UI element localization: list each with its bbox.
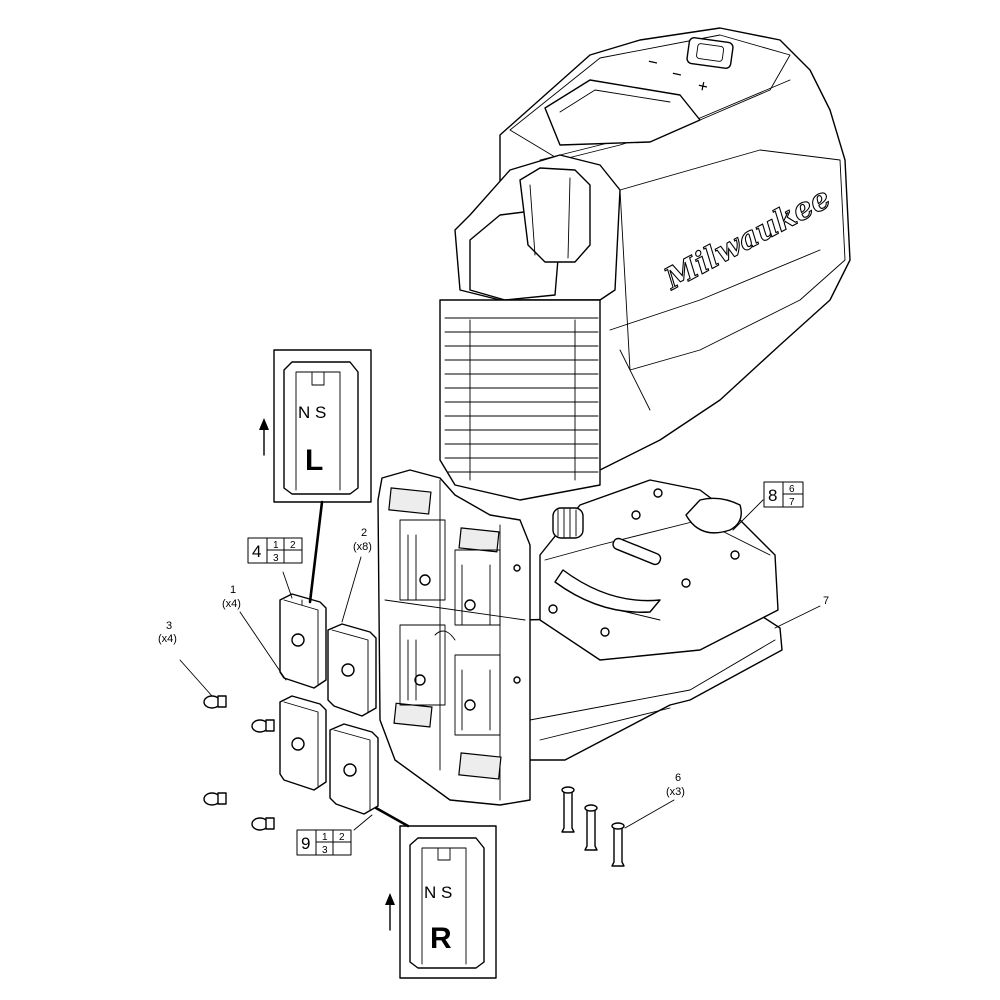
- ref-box-9: 9 1 2 3: [296, 829, 352, 856]
- ref-box-4-a: 1: [273, 540, 279, 551]
- callout-6-quantity: (x3): [666, 786, 685, 798]
- laser-housing: [439, 27, 851, 501]
- ref-box-4-main: 4: [252, 542, 261, 561]
- ref-box-9-b: 2: [339, 832, 345, 843]
- magnet-blocks: [279, 593, 379, 815]
- callout-3-number: 3: [166, 620, 172, 632]
- ref-box-8-numerator: 6: [789, 484, 795, 495]
- callout-3-quantity: (x4): [158, 633, 177, 645]
- detail-box-right-magnet: N S R: [385, 825, 497, 979]
- callout-1-number: 1: [230, 584, 236, 596]
- minus-symbol-1: −: [646, 52, 660, 73]
- ref-box-8-denominator: 7: [789, 497, 795, 508]
- ref-box-9-c: 3: [322, 845, 328, 856]
- detail-box-left-magnet: N S L: [259, 349, 372, 503]
- callout-3: 3 (x4): [158, 620, 177, 645]
- callout-2-number: 2: [361, 527, 367, 539]
- callout-6: 6 (x3): [666, 772, 685, 798]
- ref-box-4-b: 2: [290, 540, 296, 551]
- right-magnet-side: R: [430, 922, 452, 955]
- callout-7: 7: [823, 595, 829, 607]
- ref-box-9-a: 1: [322, 832, 328, 843]
- base-mount: [377, 469, 783, 806]
- control-symbols: − − +: [646, 52, 710, 97]
- ref-box-9-main: 9: [301, 834, 310, 853]
- callout-2-quantity: (x8): [353, 541, 372, 553]
- left-magnet-poles: N S: [298, 403, 326, 422]
- long-screws: [561, 786, 625, 867]
- ref-box-4: 4 1 2 3: [247, 537, 303, 564]
- minus-symbol-2: −: [670, 64, 684, 85]
- leader-lines: [179, 499, 821, 831]
- left-magnet-side: L: [305, 444, 323, 477]
- callout-1-quantity: (x4): [222, 598, 241, 610]
- ref-box-4-c: 3: [273, 553, 279, 564]
- ref-box-8-main: 8: [768, 486, 777, 505]
- right-magnet-poles: N S: [424, 883, 452, 902]
- vent-fins: [444, 317, 599, 481]
- callout-1: 1 (x4): [222, 584, 241, 610]
- plus-symbol: +: [696, 76, 710, 97]
- callout-2: 2 (x8): [353, 527, 372, 553]
- magnet-pockets: [388, 487, 521, 780]
- ref-box-8: 8 6 7: [763, 481, 804, 508]
- callout-7-number: 7: [823, 595, 829, 607]
- small-screws: [203, 695, 275, 831]
- callout-6-number: 6: [675, 772, 681, 784]
